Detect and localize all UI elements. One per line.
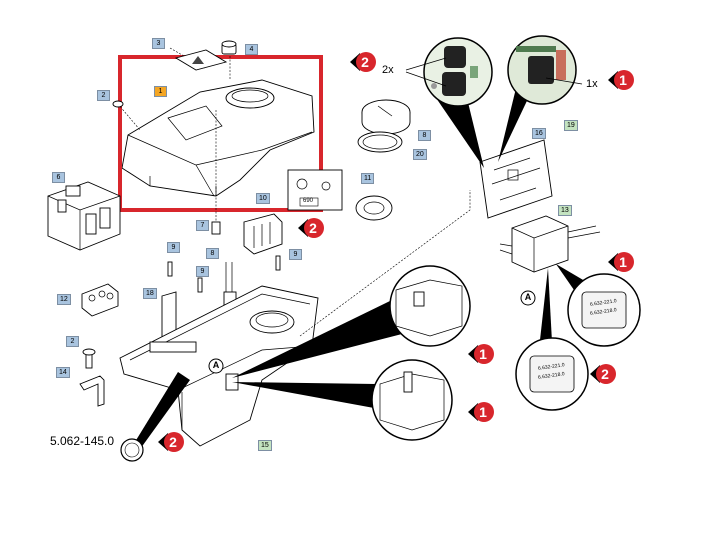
pcb-part: [479, 139, 553, 219]
cap-part: [221, 40, 237, 55]
callout-2-coil: [590, 364, 616, 384]
detail-circle-lower: [232, 359, 453, 441]
coil-zoom-upper: [556, 264, 641, 347]
highlight-frame: [118, 55, 323, 212]
gasket-part: [355, 195, 393, 221]
relay-zoom-left: [423, 37, 493, 107]
callout-1-upper-detail: [468, 344, 494, 364]
relay-zoom-right: [507, 35, 577, 105]
pcb-zoom-pointer-left: [432, 86, 484, 168]
connector-part: [243, 213, 283, 255]
screw-part: [82, 348, 96, 369]
coil-zoom-lower: [515, 268, 589, 411]
pin-part: [211, 221, 221, 235]
label-plate-part: [174, 49, 228, 71]
callout-1-lower-detail: [468, 402, 494, 422]
screws-part: [167, 255, 281, 293]
washer-part: [112, 100, 124, 108]
board-detail: [287, 169, 343, 211]
o-ring-part: [357, 131, 403, 153]
coin-detail: [120, 372, 190, 462]
terminal-block-part: [81, 283, 119, 317]
detail-marker-a-housing: [208, 358, 224, 374]
detail-circle-upper: [232, 265, 471, 378]
callout-2-coin: [158, 432, 184, 452]
contactor-part: [47, 181, 121, 251]
pcb-zoom-pointer-right: [498, 80, 534, 162]
knob-part: [361, 99, 411, 135]
callout-2-top: [350, 52, 376, 72]
lid-part: [121, 79, 315, 197]
callout-2-mid: [298, 218, 324, 238]
detail-marker-a-transformer: [520, 290, 536, 306]
bracket-part: [79, 375, 105, 407]
transformer-part: [499, 215, 601, 273]
callout-1-top-right: [608, 70, 634, 90]
callout-1-transformer: [608, 252, 634, 272]
